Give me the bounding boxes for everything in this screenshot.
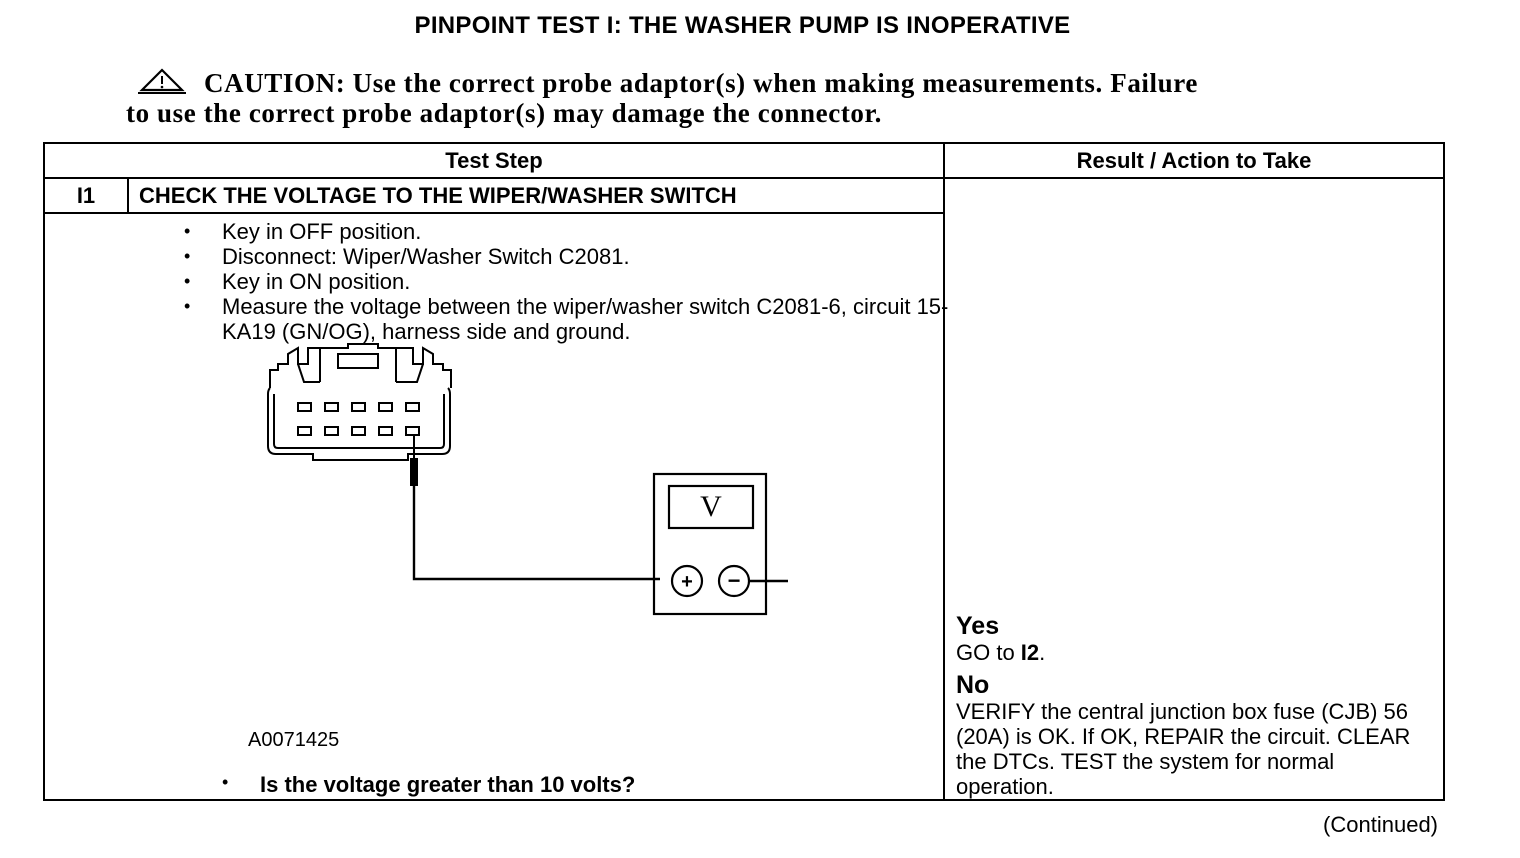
negative-probe <box>749 579 788 583</box>
yes-prefix: GO to <box>956 640 1021 665</box>
bullet-item: Key in OFF position. <box>184 219 982 244</box>
result-no-label: No <box>956 671 990 699</box>
figure-id: A0071425 <box>248 729 340 751</box>
yes-suffix: . <box>1039 640 1046 665</box>
meter-display-label: V <box>700 490 722 523</box>
caution-line-1: CAUTION: Use the correct probe adaptor(s… <box>126 68 1346 98</box>
header-test-step: Test Step <box>43 142 945 179</box>
step-title: CHECK THE VOLTAGE TO THE WIPER/WASHER SW… <box>127 177 945 214</box>
positive-probe <box>410 436 660 581</box>
step-id: I1 <box>43 177 129 214</box>
pinpoint-test-table: Test Step Result / Action to Take I1 CHE… <box>43 142 1445 801</box>
bullet-item: Disconnect: Wiper/Washer Switch C2081. <box>184 244 982 269</box>
step-body: Key in OFF position. Disconnect: Wiper/W… <box>128 212 948 801</box>
bullet-item: Key in ON position. <box>184 269 982 294</box>
voltage-measurement-diagram: V + − <box>267 343 788 616</box>
bullet-item: Measure the voltage between the wiper/wa… <box>184 294 982 344</box>
result-block: Yes GO to I2. No VERIFY the central junc… <box>956 612 1436 799</box>
step-question: Is the voltage greater than 10 volts? <box>222 772 635 798</box>
meter-plus-terminal: + <box>681 571 693 593</box>
meter-minus-terminal: − <box>728 568 741 593</box>
warning-triangle-icon <box>138 68 186 94</box>
connector-c2081 <box>269 343 452 388</box>
caution-note: CAUTION: Use the correct probe adaptor(s… <box>126 68 1346 128</box>
result-yes-label: Yes <box>956 612 1000 640</box>
result-cell: Yes GO to I2. No VERIFY the central junc… <box>943 177 1445 801</box>
caution-text-line-1: CAUTION: Use the correct probe adaptor(s… <box>204 68 1198 98</box>
result-yes-action: GO to I2. <box>956 640 1045 665</box>
result-no-action: VERIFY the central junction box fuse (CJ… <box>956 699 1411 799</box>
header-result: Result / Action to Take <box>943 142 1445 179</box>
continued-note: (Continued) <box>1323 812 1438 837</box>
page-title: PINPOINT TEST I: THE WASHER PUMP IS INOP… <box>414 12 1071 39</box>
step-id-spacer <box>43 212 128 801</box>
step-bullets: Key in OFF position. Disconnect: Wiper/W… <box>184 219 982 344</box>
yes-target: I2 <box>1020 640 1040 665</box>
caution-text-line-2: to use the correct probe adaptor(s) may … <box>126 98 882 128</box>
